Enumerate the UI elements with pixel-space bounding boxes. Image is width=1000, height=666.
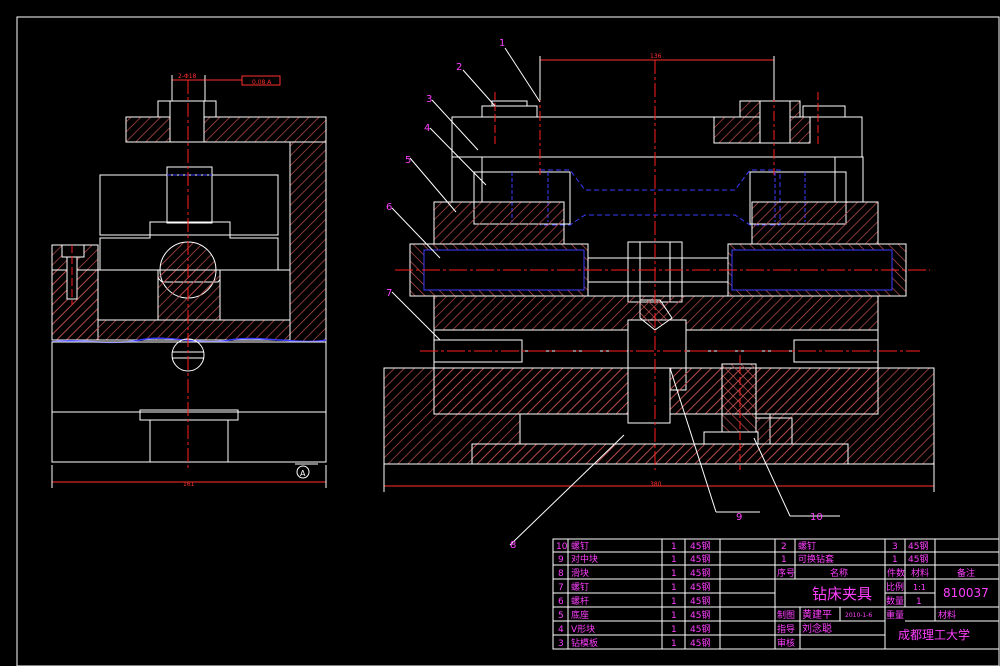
bom-mat: 45钢 (690, 623, 710, 635)
bom-no: 2 (781, 542, 787, 552)
title-block (552, 538, 1000, 650)
callout-6: 6 (386, 202, 392, 213)
dim-left-width: 161 (183, 481, 195, 488)
scale-label: 比例 (886, 581, 904, 593)
weight-label: 重量 (886, 609, 904, 621)
bom-mat: 45钢 (690, 637, 710, 649)
bom-no: 3 (558, 639, 564, 649)
bom-no: 5 (558, 611, 564, 621)
bom-name: 螺杆 (571, 595, 589, 607)
bom-name: 螺钉 (798, 541, 816, 552)
bom-qty: 1 (671, 625, 677, 635)
bom-header-name: 名称 (830, 567, 848, 579)
checker-name: 刘念聪 (802, 622, 832, 635)
bom-mat: 45钢 (690, 540, 710, 552)
side-view (51, 75, 327, 488)
bom-name: 对中块 (571, 553, 598, 565)
count-value: 1 (916, 597, 922, 607)
datum-label: A (300, 469, 306, 478)
callout-8: 8 (510, 540, 516, 551)
bom-qty: 1 (671, 555, 677, 565)
material-label: 材料 (938, 609, 956, 621)
bom-no: 10 (556, 542, 568, 552)
bom-header-no: 序号 (777, 567, 795, 579)
bom-mat: 45钢 (690, 595, 710, 607)
callouts: 1 2 3 4 5 6 7 8 9 10 (386, 38, 823, 551)
bom-no: 1 (781, 555, 787, 565)
drill-plate (451, 116, 863, 158)
callout-3: 3 (426, 94, 432, 105)
bom-name: 底座 (571, 609, 589, 621)
callout-2: 2 (456, 62, 462, 73)
side-wall (289, 141, 327, 343)
count-label: 数量 (886, 595, 904, 607)
draw-label: 制图 (777, 609, 795, 621)
bom-name: V形块 (571, 623, 595, 635)
bom-no: 4 (558, 625, 564, 635)
bom-header-note: 备注 (957, 567, 975, 579)
bom-name: 螺钉 (571, 582, 589, 593)
scale-value: 1:1 (913, 583, 926, 592)
bom-no: 7 (558, 583, 564, 593)
drawer-name: 黄建平 (802, 608, 832, 621)
bom-qty: 1 (671, 583, 677, 593)
bom-no: 6 (558, 597, 564, 607)
draw-date: 2010-1-6 (845, 612, 872, 619)
callout-5: 5 (405, 155, 411, 166)
school-name: 成都理工大学 (898, 627, 970, 642)
title-info: 钻床夹具 比例 1:1 数量 1 810037 重量 材料 制图 黄建平 201… (777, 581, 989, 649)
bom-mat: 45钢 (690, 609, 710, 621)
review-label: 审核 (777, 637, 795, 649)
bom-qty: 1 (671, 597, 677, 607)
sheet-border (16, 16, 1000, 666)
bom-qty: 1 (892, 555, 898, 565)
bom-mat: 45钢 (690, 567, 710, 579)
callout-4: 4 (424, 123, 430, 134)
bom-header-mat: 材料 (911, 567, 929, 579)
bom-name: 螺钉 (571, 541, 589, 552)
bom-header-qty: 件数 (887, 567, 905, 579)
callout-9: 9 (736, 512, 742, 523)
drawing-number: 810037 (943, 586, 989, 600)
dim-tolerance: 0.08 A (252, 79, 272, 86)
bom-no: 9 (558, 555, 564, 565)
bom-mat: 45钢 (690, 553, 710, 565)
dim-top: 136 (650, 53, 662, 60)
bom-mat: 45钢 (908, 540, 928, 552)
bom-right: 2 螺钉 3 45钢 1 可换钻套 1 45钢 序号 名称 件数 材料 备注 (777, 540, 975, 579)
bom-name: 滑块 (571, 567, 589, 579)
bom-qty: 1 (671, 639, 677, 649)
bom-name: 钻模板 (571, 637, 598, 649)
callout-7: 7 (386, 288, 392, 299)
check-label: 指导 (777, 623, 795, 635)
bom-qty: 3 (892, 542, 898, 552)
bom-left: 10 螺钉 1 45钢 9 对中块 1 45钢 8 滑块 1 45钢 7 螺钉 … (556, 540, 710, 649)
drawing-title: 钻床夹具 (812, 585, 872, 603)
bom-mat: 45钢 (690, 581, 710, 593)
bom-no: 8 (558, 569, 564, 579)
callout-10: 10 (810, 512, 823, 523)
bom-qty: 1 (671, 611, 677, 621)
bom-qty: 1 (671, 569, 677, 579)
bom-mat: 45钢 (908, 553, 928, 565)
drill-plate-side (125, 116, 327, 143)
front-view (383, 47, 935, 546)
dim-hole: 2-Φ18 (178, 73, 197, 80)
bom-qty: 1 (671, 542, 677, 552)
dim-bottom: 380 (650, 481, 662, 488)
callout-1: 1 (499, 38, 505, 49)
bom-name: 可换钻套 (798, 553, 834, 565)
